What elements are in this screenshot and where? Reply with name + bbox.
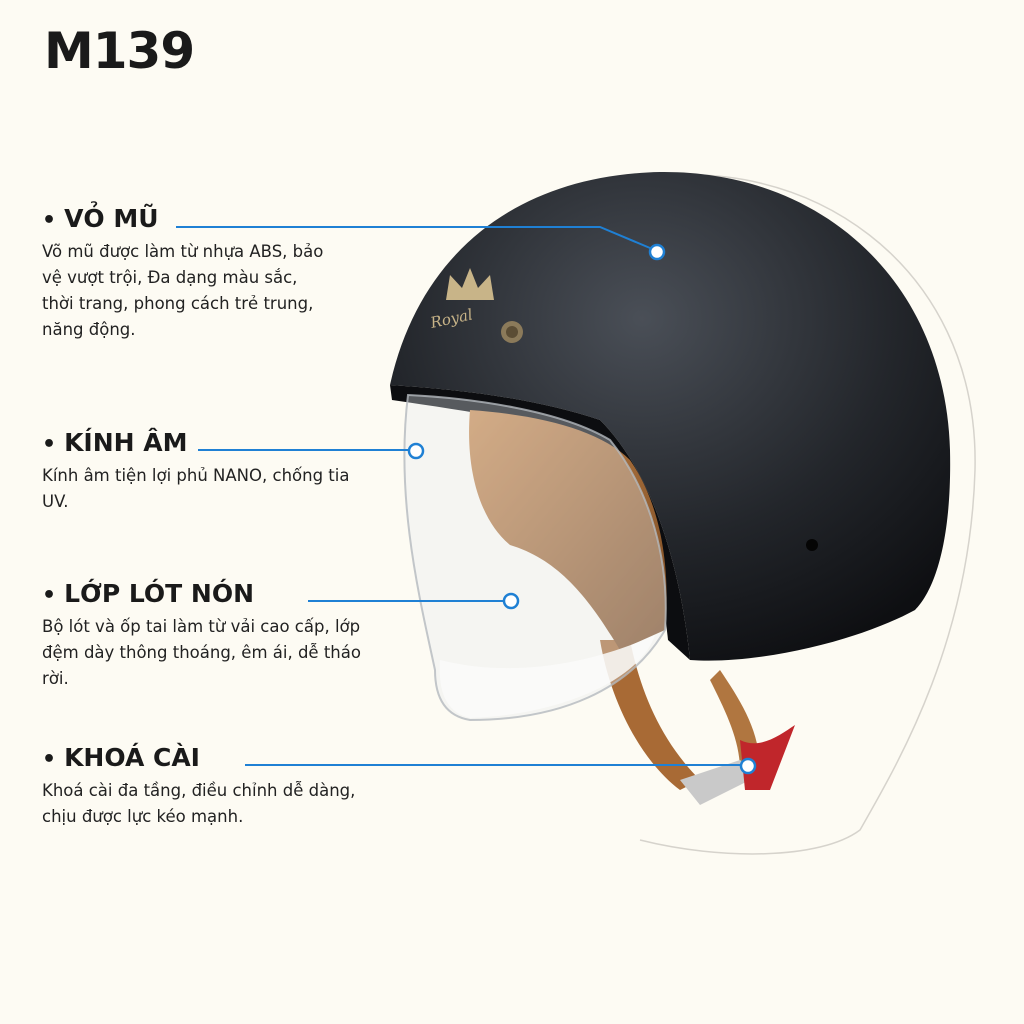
feature-heading-text: KÍNH ÂM [64,428,188,457]
feature-description: Bộ lót và ốp tai làm từ vải cao cấp, lớp… [42,617,361,688]
feature-liner: • LỚP LÓT NÓN Bộ lót và ốp tai làm từ vải… [42,578,362,692]
callout-dot-liner [502,592,520,610]
callout-dot-buckle [739,757,757,775]
feature-description: Khoá cài đa tầng, điều chỉnh dễ dàng, ch… [42,781,356,826]
feature-buckle: • KHOÁ CÀI Khoá cài đa tầng, điều chỉnh d… [42,742,362,830]
visor-edge [439,635,655,718]
buckle [680,760,760,805]
visor [403,393,667,722]
callout-line-shell [176,226,651,249]
bullet-icon: • [42,432,57,457]
sketch-outline [639,174,976,855]
pivot-center [506,326,518,338]
chin-strap [600,640,700,790]
feature-heading: • KÍNH ÂM [42,427,362,461]
helmet-shell [390,171,951,661]
feature-description: Võ mũ được làm từ nhựa ABS, bảo vệ vượt … [42,242,324,339]
bullet-icon: • [42,583,57,608]
callout-dot-visor [407,442,425,460]
bullet-icon: • [42,747,57,772]
product-title: M139 [44,22,195,80]
feature-description: Kính âm tiện lợi phủ NANO, chống tia UV. [42,466,350,511]
liner [469,410,667,650]
feature-heading-text: VỎ MŨ [64,204,159,233]
feature-heading-text: KHOÁ CÀI [64,743,200,772]
feature-heading: • KHOÁ CÀI [42,742,362,776]
feature-heading: • LỚP LÓT NÓN [42,578,362,612]
feature-heading-text: LỚP LÓT NÓN [64,579,255,608]
feature-shell: • VỎ MŨ Võ mũ được làm từ nhựa ABS, bảo v… [42,203,332,343]
vent-hole [806,539,818,551]
bullet-icon: • [42,208,57,233]
feature-visor: • KÍNH ÂM Kính âm tiện lợi phủ NANO, chốn… [42,427,362,515]
feature-heading: • VỎ MŨ [42,203,332,237]
callout-dot-shell [648,243,666,261]
buckle-tab [740,725,795,790]
